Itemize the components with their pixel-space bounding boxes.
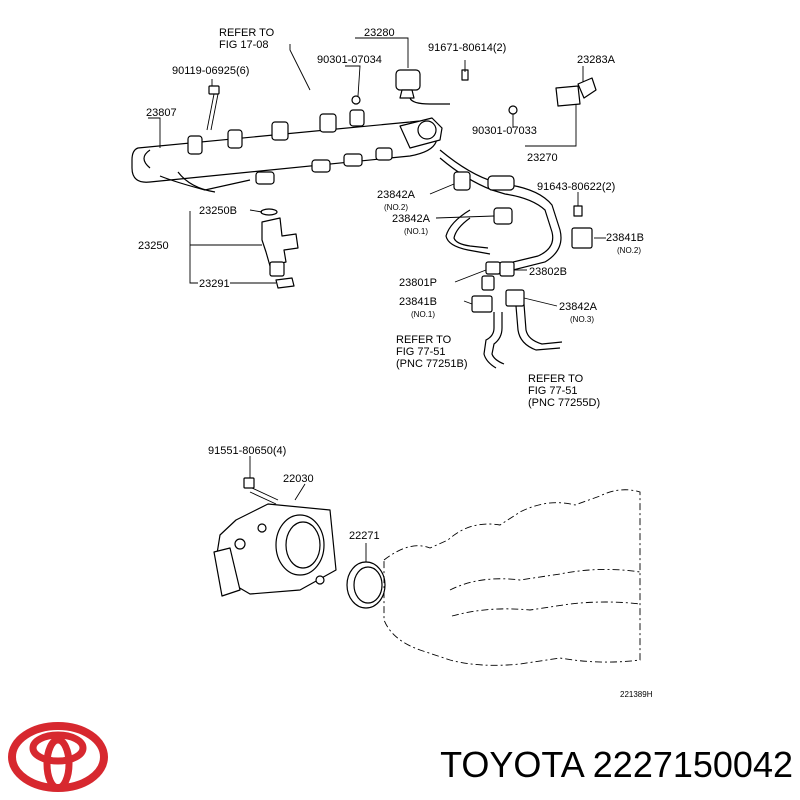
label-23250: 23250 — [138, 240, 169, 252]
label-23283a: 23283A — [577, 54, 616, 66]
label-23802b: 23802B — [529, 266, 567, 278]
label-23842a-no3-sub: (NO.3) — [570, 315, 594, 324]
label-23801p: 23801P — [399, 277, 437, 289]
label-23842a-no2: 23842A — [377, 189, 416, 201]
refer-fig-17-08-line1: REFER TO — [219, 27, 275, 39]
label-23842a-no2-sub: (NO.2) — [384, 203, 408, 212]
label-23841b-no1-sub: (NO.1) — [411, 310, 435, 319]
label-23841b-no1: 23841B — [399, 296, 437, 308]
gasket — [346, 561, 386, 609]
pressure-regulator — [351, 69, 469, 105]
brand-part-number: TOYOTA 2227150042 — [440, 744, 793, 785]
pulsation-damper — [508, 77, 597, 115]
label-23270: 23270 — [527, 152, 558, 164]
refer-77255-line3: (PNC 77255D) — [528, 397, 600, 409]
label-22030: 22030 — [283, 473, 314, 485]
part-labels: REFER TO FIG 17-08 23280 90301-07034 916… — [138, 27, 653, 699]
refer-hoses — [483, 303, 563, 369]
toyota-logo-icon — [8, 722, 108, 792]
refer-77251-line2: FIG 77-51 — [396, 346, 446, 358]
label-23280: 23280 — [364, 27, 395, 39]
label-91551-80650: 91551-80650(4) — [208, 445, 286, 457]
refer-77251-line1: REFER TO — [396, 334, 452, 346]
label-22271: 22271 — [349, 530, 380, 542]
label-23842a-no1: 23842A — [392, 213, 431, 225]
label-23807: 23807 — [146, 107, 177, 119]
diagram-code: 221389H — [620, 690, 653, 699]
bolt-90119 — [206, 85, 220, 131]
label-90119-06925: 90119-06925(6) — [172, 65, 249, 77]
label-91671-80614: 91671-80614(2) — [428, 42, 506, 54]
label-23250b: 23250B — [199, 205, 237, 217]
fuel-injector — [260, 208, 299, 289]
refer-77255-line2: FIG 77-51 — [528, 385, 578, 397]
label-23841b-no2: 23841B — [606, 232, 644, 244]
label-23841b-no2-sub: (NO.2) — [617, 246, 641, 255]
label-90301-07033: 90301-07033 — [472, 125, 537, 137]
leader-lines — [148, 37, 606, 562]
label-23291: 23291 — [199, 278, 230, 290]
throttle-body — [213, 477, 337, 597]
label-90301-07034: 90301-07034 — [317, 54, 382, 66]
label-23842a-no1-sub: (NO.1) — [404, 227, 428, 236]
fuel-rail — [131, 109, 443, 193]
refer-77251-line3: (PNC 77251B) — [396, 358, 468, 370]
label-91643-80622: 91643-80622(2) — [537, 181, 615, 193]
refer-fig-17-08-line2: FIG 17-08 — [219, 39, 269, 51]
refer-77255-line1: REFER TO — [528, 373, 584, 385]
intake-manifold-outline — [383, 489, 641, 666]
fuel-tube — [439, 149, 593, 313]
label-23842a-no3: 23842A — [559, 301, 598, 313]
